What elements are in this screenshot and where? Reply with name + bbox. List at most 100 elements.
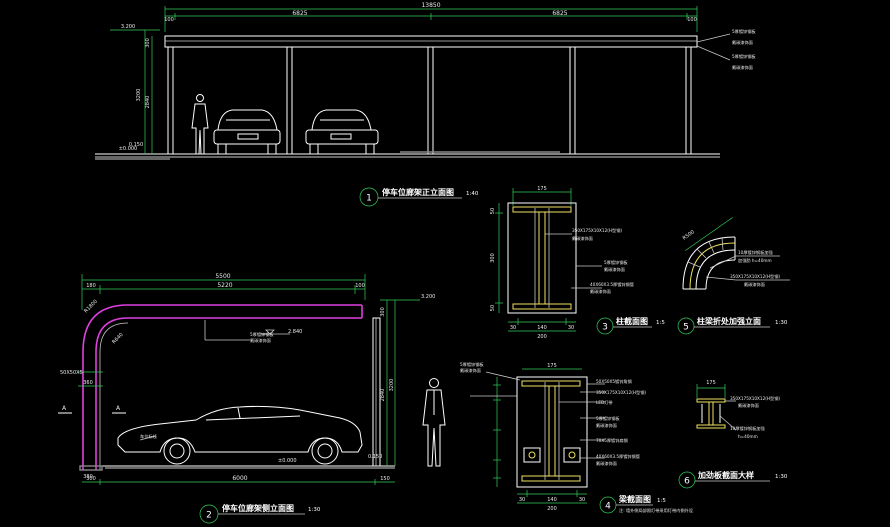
car-rear-1: [213, 109, 281, 155]
title-2-num: 2: [206, 511, 212, 521]
side-dim-right: 100: [355, 283, 365, 289]
side-dim-span: 5220: [217, 282, 232, 289]
d3-note-4: 氟碳漆饰面: [604, 266, 625, 273]
front-dim-v-col: 2840: [145, 96, 151, 109]
front-level-top: 3.200: [121, 24, 135, 30]
car-rear-2: [305, 109, 379, 155]
title-4-scale: 1:5: [657, 498, 666, 504]
d3-dim-bottom-a: 30: [510, 325, 516, 331]
side-level-ground: ±0.000: [278, 458, 297, 464]
side-dim-v-beam: 300: [380, 307, 386, 317]
title-5-scale: 1:30: [775, 320, 788, 326]
d3-dim-left-c: 50: [490, 305, 496, 311]
side-dim-v-col: 2840: [380, 389, 386, 402]
d3-note-6: 氟碳漆饰面: [590, 288, 611, 295]
side-elevation: 5500 180 5220 100 R1800 R640 50X50X5 360…: [58, 273, 446, 524]
d5-note-4: 氟碳漆饰面: [744, 281, 765, 288]
detail-3-column-section: 175 50 300 50 30 140 30 200 350X175X10X1…: [490, 186, 665, 340]
d5-dim-radius: R500: [682, 229, 696, 241]
d6-note-3: 10厚镀锌钢板加强: [730, 425, 765, 432]
d4-note-8: 70X5厚镀锌扁钢: [596, 437, 628, 444]
d3-dim-bottom-total: 200: [537, 334, 547, 340]
d4-note-4: 350X175X10X12(H型钢): [596, 389, 646, 396]
car-side: [117, 405, 363, 465]
title-6-text: 加劲板截面大样: [697, 470, 754, 480]
side-section-mark-left: A: [62, 405, 67, 412]
side-level-plinth: 0.150: [368, 454, 382, 460]
d5-note-2: 加强肋 h=40mm: [738, 257, 772, 264]
side-dim-col-b: 360: [83, 380, 93, 386]
side-dim-radius-outer: R1800: [83, 299, 99, 315]
side-note-3: 车位标线: [140, 433, 158, 440]
front-note-1: 5厚镀锌钢板: [732, 28, 756, 35]
d4-dim-top: 175: [547, 363, 557, 369]
side-section-mark-right: A: [116, 405, 121, 412]
title-3-circle: [596, 317, 614, 335]
front-dim-bay-left: 6825: [292, 10, 307, 17]
title-6-scale: 1:30: [775, 474, 788, 480]
d4-note-7: 氟碳漆饰面: [596, 422, 617, 429]
person-figure-side: [422, 378, 446, 467]
d3-note-3: 5厚镀锌钢板: [604, 259, 628, 266]
d4-note-5: LED灯带: [596, 399, 613, 406]
d4-note-9: 40X60X3.5厚镀锌钢管: [596, 453, 640, 460]
d6-note-2: 氟碳漆饰面: [738, 402, 759, 409]
title-2-text: 停车位廊架侧立面图: [222, 503, 294, 513]
side-dim-radius-inner: R640: [111, 332, 124, 345]
d4-footnote: 注: 墙外侧局部照灯带采用灯带内侧外设: [619, 507, 694, 514]
title-1-text: 停车位廊架正立面图: [382, 187, 454, 197]
person-figure-front: [191, 94, 209, 155]
side-note-2: 氟碳漆饰面: [250, 337, 271, 344]
d3-note-1: 350X175X10X12(H型钢): [572, 227, 622, 234]
front-note-3: 5厚镀锌钢板: [732, 53, 756, 60]
title-5-num: 5: [683, 323, 689, 333]
d3-dim-left-a: 50: [490, 208, 496, 214]
d6-dim-top: 175: [706, 380, 716, 386]
d4-note-10: 氟碳漆饰面: [596, 460, 617, 467]
title-3-text: 柱截面图: [616, 316, 648, 326]
side-dim-base-left: 300: [86, 476, 96, 482]
side-dim-v-total: 3200: [389, 379, 395, 392]
d4-dim-bottom-a: 30: [519, 497, 525, 503]
front-level-ground: ±0.000: [119, 146, 138, 152]
d4-note-6: 5厚镀锌钢板: [596, 415, 620, 422]
d3-note-5: 40X60X3.5厚镀锌钢管: [590, 281, 634, 288]
side-dim-total: 5500: [215, 273, 230, 280]
side-dim-col-a: 380: [83, 474, 93, 480]
title-4-num: 4: [605, 502, 611, 512]
d5-note-1: 10厚镀锌钢板加强: [738, 249, 773, 256]
front-dim-v-beam: 300: [145, 38, 151, 48]
side-dim-base-right: 150: [380, 476, 390, 482]
d4-note-1: 5厚镀锌钢板: [460, 361, 484, 368]
front-dim-v-mid: 3200: [136, 89, 142, 102]
title-2-scale: 1:30: [308, 507, 321, 513]
front-dim-total: 13850: [421, 2, 440, 9]
front-note-2: 氟碳漆饰面: [732, 39, 753, 46]
side-note-1: 5厚镀锌钢板: [250, 331, 274, 338]
detail-6-stiffener: 175 350X175X10X12(H型钢) 氟碳漆饰面 10厚镀锌钢板加强 h…: [678, 380, 788, 489]
d6-note-1: 350X175X10X12(H型钢): [730, 395, 780, 402]
detail-4-beam-section: 175 30 140 30 200 5厚镀锌钢板 氟碳漆饰面: [460, 361, 694, 514]
title-1-circle: [359, 187, 379, 207]
d5-note-3: 350X175X10X12(H型钢): [730, 273, 780, 280]
d4-note-3: 50X50X5镀锌角钢: [596, 378, 632, 385]
title-4-text: 梁截面图: [618, 494, 651, 504]
title-5-circle: [677, 317, 695, 335]
d3-dim-left-b: 300: [490, 253, 496, 263]
side-level-mid: 2.840: [288, 329, 302, 335]
title-3-num: 3: [602, 323, 608, 333]
d4-dim-bottom-b: 140: [547, 497, 557, 503]
d4-dim-bottom-total: 200: [547, 506, 557, 512]
side-level-top: 3.200: [421, 294, 435, 300]
d4-dim-bottom-c: 30: [579, 497, 585, 503]
title-3-scale: 1:5: [656, 320, 665, 326]
title-1-num: 1: [366, 194, 372, 204]
d3-dim-top: 175: [537, 186, 547, 192]
title-6-num: 6: [684, 477, 690, 487]
detail-5-bend-reinforcement: R500 10厚镀锌钢板加强 加强肋 h=40mm 350X175X10X12(…: [677, 217, 790, 335]
d3-dim-bottom-b: 140: [537, 325, 547, 331]
d3-dim-bottom-c: 30: [568, 325, 574, 331]
front-level-plinth: 0.150: [129, 142, 143, 148]
side-dim-col-code: 50X50X5: [60, 370, 83, 376]
